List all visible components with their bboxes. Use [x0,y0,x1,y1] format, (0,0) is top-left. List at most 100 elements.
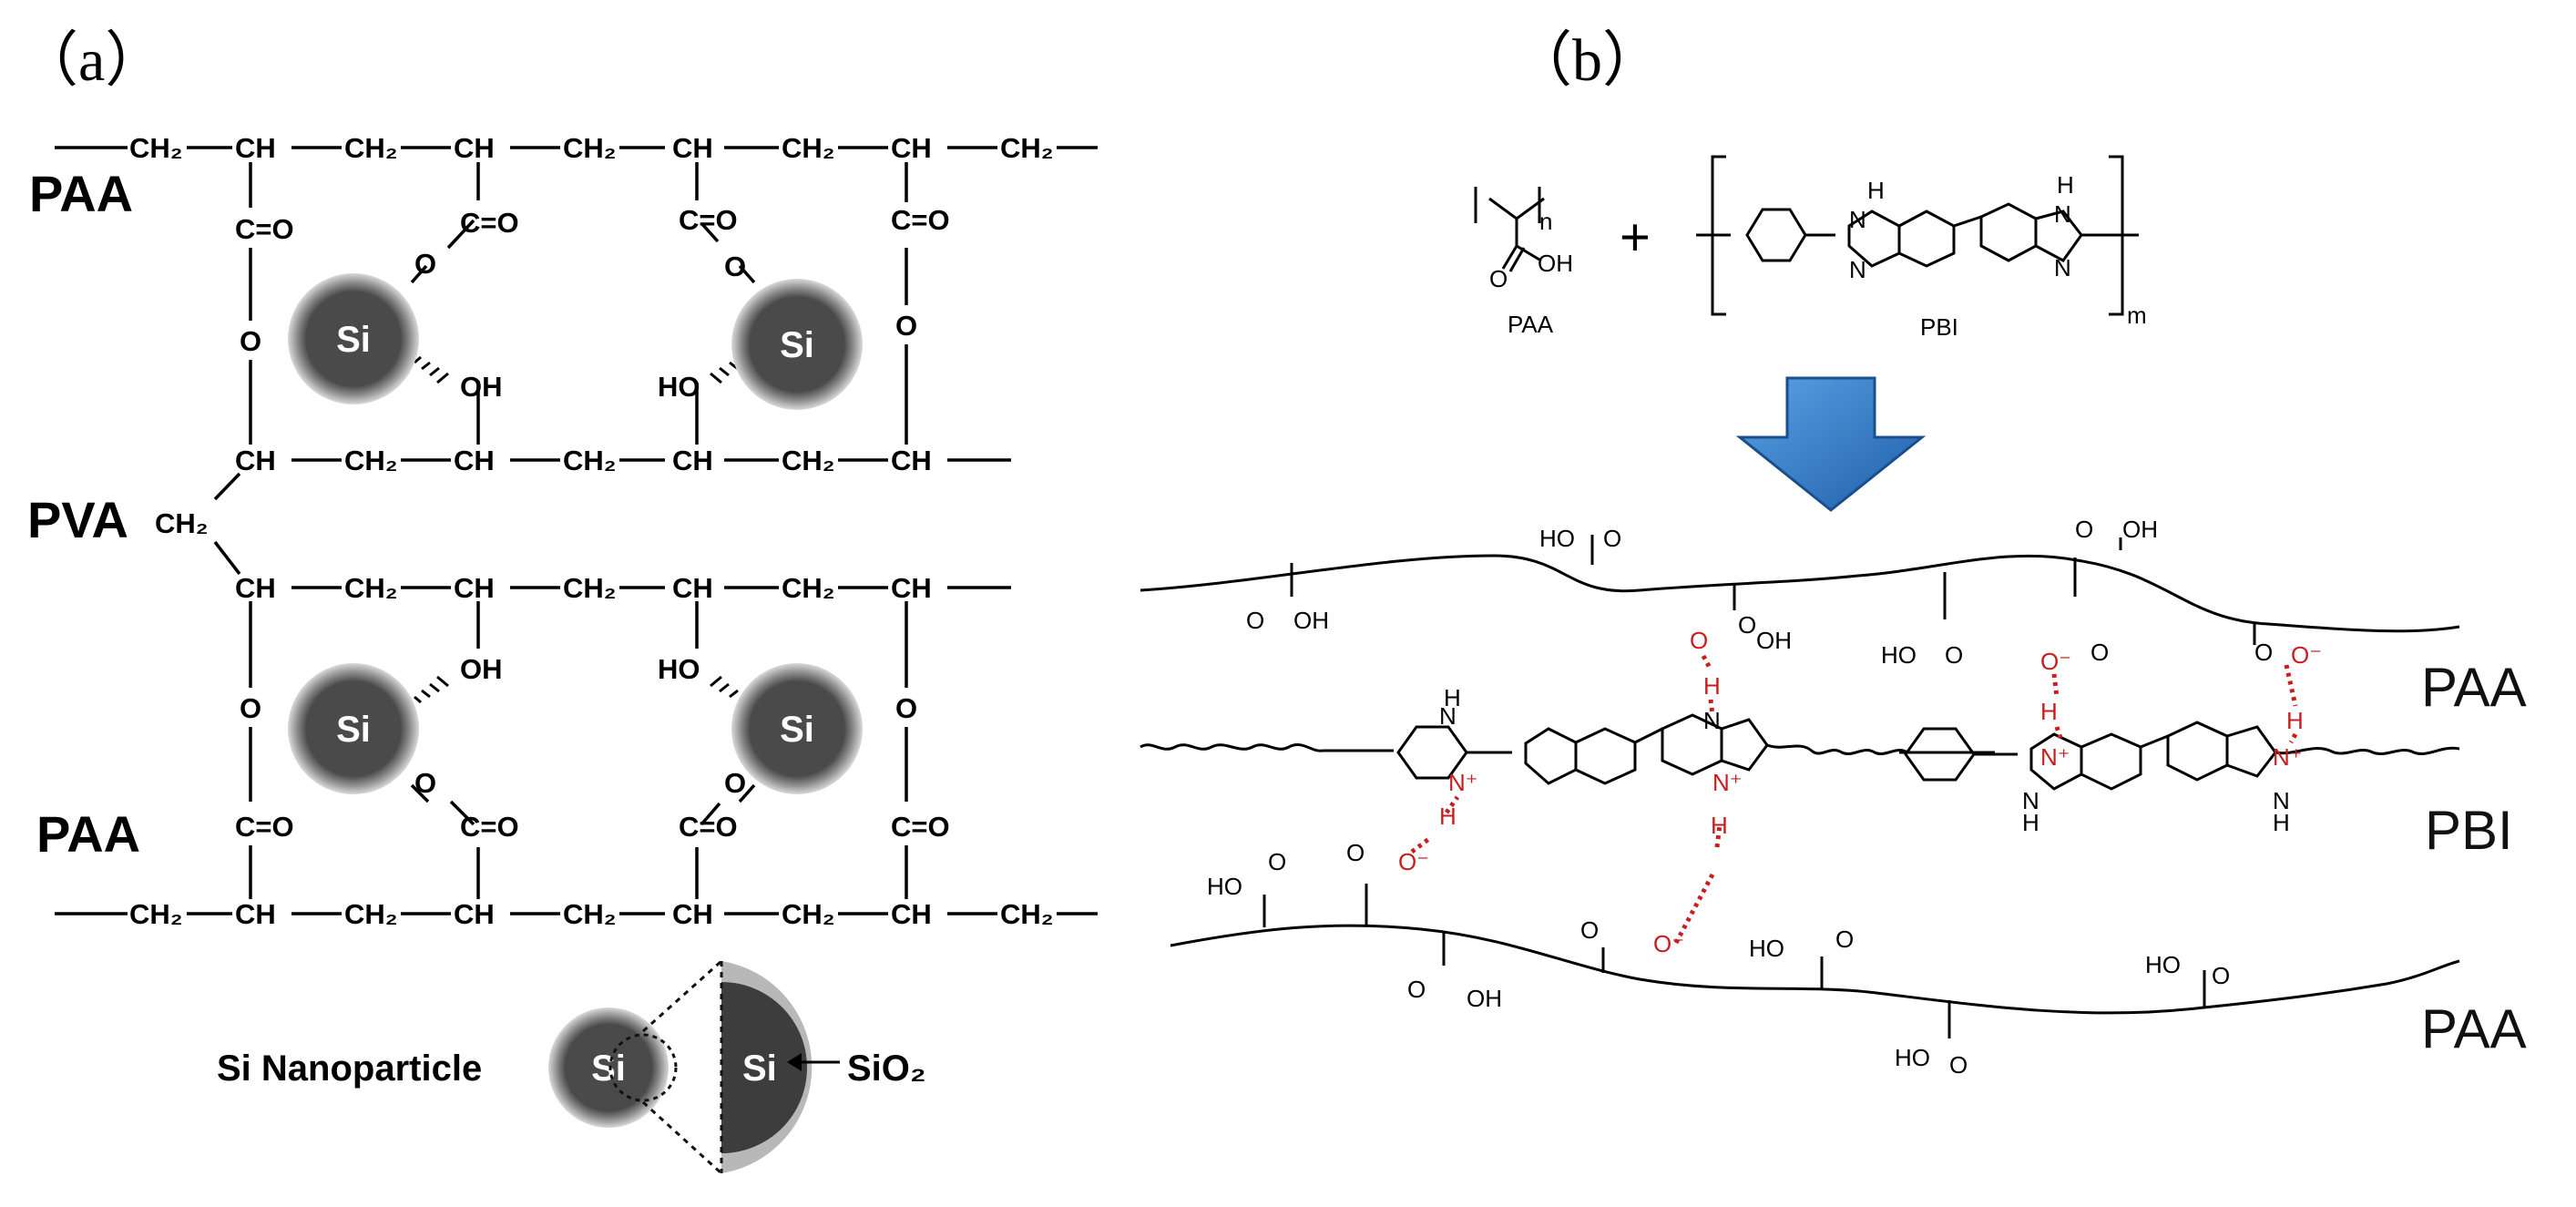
paa-reactant-name: PAA [1508,311,1554,338]
atom-n: N [1703,707,1721,734]
atom-oh: OH [460,653,503,685]
atom-ch2: CH₂ [129,132,183,164]
panel-a-chains [55,146,1098,915]
atom-c-eq-o: C=O [891,811,950,843]
atom-o: O [414,248,436,280]
atom-ch: CH [672,132,713,164]
si-particle: Si [731,279,863,410]
atom-o-minus: O⁻ [1653,930,1684,957]
reactant-labels: n O OH PAA + H N N H N N m PBI [1489,171,2147,341]
atom-ch: CH [235,445,276,476]
si-particle: Si [731,663,863,794]
atom-ch2: CH₂ [1000,898,1054,930]
paa-top-chain-label: PAA [2421,657,2527,718]
atom-o: O [1407,976,1426,1003]
atom-n: N [2273,787,2290,814]
atom-o: O [2212,962,2230,989]
atom-n: N [1439,702,1457,730]
atom-oh: OH [2122,516,2158,543]
atom-c-eq-o: C=O [460,207,519,239]
atom-o: O [240,692,261,724]
pbi-m-subscript: m [2127,302,2147,329]
atom-h-red: H [1703,672,1721,700]
atom-o: O [1246,607,1264,634]
atom-o-minus: O⁻ [1398,848,1429,875]
atom-n-plus: N⁺ [2040,743,2070,771]
atom-h-red: H [2040,698,2058,725]
atom-ch2: CH₂ [782,898,835,930]
atom-o: O [724,767,746,799]
atom-h: H [2273,809,2290,836]
atom-h: H [1444,684,1461,711]
atom-o-minus: O⁻ [2040,648,2071,675]
atom-o-minus: O⁻ [2291,641,2322,669]
atom-ho: HO [1749,935,1784,962]
atom-ch: CH [672,572,713,604]
atom-c-eq-o: C=O [679,204,738,236]
atom-o: O [724,251,746,282]
atom-ch2: CH₂ [129,898,183,930]
reactants [1474,155,2139,316]
atom-ch: CH [891,132,932,164]
atom-c-eq-o: C=O [235,213,294,245]
atom-oh: OH [1293,607,1329,634]
atom-o: O [1945,641,1963,669]
atom-ho: HO [1207,873,1242,900]
paa-n-subscript: n [1539,208,1552,235]
pva-label: PVA [27,491,128,548]
atom-ch2: CH₂ [563,445,617,476]
legend-nanoparticle-label: Si Nanoparticle [217,1048,482,1089]
si-particle: Si [288,663,419,794]
atom-ho: HO [1539,525,1575,552]
paa-bottom-label: PAA [36,805,140,863]
atom-ch2: CH₂ [563,898,617,930]
atom-ch: CH [454,898,495,930]
atom-ch2: CH₂ [782,572,835,604]
atom-c-eq-o: C=O [679,811,738,843]
atom-ch: CH [891,898,932,930]
atom-h-red: H [2286,707,2304,734]
atom-ch: CH [235,572,276,604]
atom-h-red: H [1439,803,1457,830]
hydrogen-bonds [1410,654,2298,945]
si-particle: Si [288,273,419,404]
atom-c-eq-o: C=O [891,204,950,236]
atom-ho: HO [1895,1044,1930,1071]
atom-ho: HO [2145,951,2181,978]
atom-ch2: CH₂ [563,132,617,164]
atom-ch: CH [891,445,932,476]
atom-o: O [895,310,917,342]
si-legend: Si Nanoparticle Si Si SiO₂ [217,959,926,1175]
pbi-n-atom: N [2054,200,2071,228]
paa-bottom-chain-label: PAA [2421,998,2527,1059]
panel-a-atom-labels: CH₂ CH CH₂ CH CH₂ CH CH₂ CH CH₂ C=O C=O … [129,132,1054,930]
atom-o: O [1603,525,1621,552]
reaction-arrow [1735,376,1927,512]
legend-si-text: Si [591,1048,626,1089]
complex-chains [1140,535,2460,1038]
panel-b-label: （b） [1512,27,1662,94]
atom-ch: CH [235,132,276,164]
atom-ho: HO [658,653,700,685]
si-nanoparticles: Si Si Si Si [288,273,863,794]
atom-ch2: CH₂ [563,572,617,604]
atom-ch: CH [454,445,495,476]
atom-n-plus: N⁺ [1448,769,1478,796]
atom-ho: HO [1881,641,1917,669]
pbi-n-atom: N [1849,256,1866,283]
atom-o: O [240,325,261,357]
atom-c-eq-o: C=O [460,811,519,843]
atom-n: N [2022,787,2039,814]
atom-n-plus: N⁺ [1712,769,1743,796]
pbi-n-atom: N [1849,206,1866,233]
atom-oh: OH [1467,985,1502,1012]
legend-sio2-label: SiO₂ [847,1048,926,1089]
legend-si-core-text: Si [742,1048,777,1089]
paa-o-atom: O [1489,265,1508,292]
atom-h: H [2022,809,2039,836]
atom-o: O [1835,926,1854,953]
atom-oh: OH [1756,627,1792,654]
atom-o: O [1738,611,1756,639]
atom-ch: CH [454,132,495,164]
atom-ch2: CH₂ [344,898,398,930]
